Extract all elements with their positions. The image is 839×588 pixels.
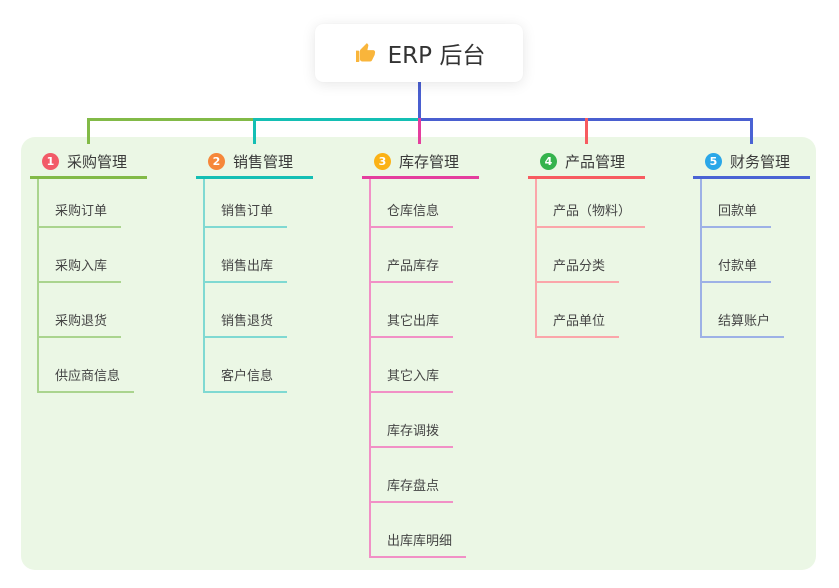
child-node[interactable]: 库存调拨 xyxy=(371,420,454,448)
bus-segment-teal xyxy=(253,118,420,121)
branch-number-badge: 5 xyxy=(705,152,722,170)
child-node[interactable]: 采购退货 xyxy=(39,310,122,338)
branch-header-finance[interactable]: 5 财务管理 xyxy=(693,146,810,179)
branch-header-product[interactable]: 4 产品管理 xyxy=(528,146,645,179)
root-connector-line xyxy=(418,82,421,119)
branch-children: 销售订单 销售出库 销售退货 客户信息 xyxy=(203,179,288,393)
bus-segment-green xyxy=(87,118,255,121)
child-node[interactable]: 采购订单 xyxy=(39,200,122,228)
branch-header-purchase[interactable]: 1 采购管理 xyxy=(30,146,147,179)
child-node[interactable]: 销售订单 xyxy=(205,200,288,228)
child-node[interactable]: 出库库明细 xyxy=(371,530,467,558)
branch-children: 采购订单 采购入库 采购退货 供应商信息 xyxy=(37,179,135,393)
branch-label: 产品管理 xyxy=(565,152,626,171)
child-node[interactable]: 付款单 xyxy=(702,255,772,283)
branch-label: 库存管理 xyxy=(399,152,460,171)
branch-label: 财务管理 xyxy=(730,152,791,171)
child-node[interactable]: 产品（物料） xyxy=(537,200,646,228)
branch-children: 回款单 付款单 结算账户 xyxy=(700,179,785,338)
branch-drop-line xyxy=(418,118,421,144)
child-node[interactable]: 其它出库 xyxy=(371,310,454,338)
child-node[interactable]: 产品分类 xyxy=(537,255,620,283)
branch-finance: 5 财务管理 回款单 付款单 结算账户 xyxy=(693,146,810,338)
branch-purchase: 1 采购管理 采购订单 采购入库 采购退货 供应商信息 xyxy=(30,146,147,393)
branch-number-badge: 3 xyxy=(374,152,391,170)
root-node[interactable]: ERP 后台 xyxy=(315,24,523,82)
branch-drop-line xyxy=(585,118,588,144)
branch-number-badge: 1 xyxy=(42,152,59,170)
branch-drop-line xyxy=(750,118,753,144)
child-node[interactable]: 仓库信息 xyxy=(371,200,454,228)
child-node[interactable]: 产品库存 xyxy=(371,255,454,283)
branch-children: 产品（物料） 产品分类 产品单位 xyxy=(535,179,646,338)
branch-drop-line xyxy=(87,118,90,144)
thumbs-up-icon xyxy=(353,41,377,65)
branch-label: 采购管理 xyxy=(67,152,128,171)
branch-drop-line xyxy=(253,118,256,144)
child-node[interactable]: 产品单位 xyxy=(537,310,620,338)
branch-children: 仓库信息 产品库存 其它出库 其它入库 库存调拨 库存盘点 出库库明细 xyxy=(369,179,467,558)
child-node[interactable]: 客户信息 xyxy=(205,365,288,393)
branch-sales: 2 销售管理 销售订单 销售出库 销售退货 客户信息 xyxy=(196,146,313,393)
branches-panel xyxy=(21,137,816,570)
child-node[interactable]: 采购入库 xyxy=(39,255,122,283)
branch-number-badge: 4 xyxy=(540,152,557,170)
child-node[interactable]: 供应商信息 xyxy=(39,365,135,393)
branch-label: 销售管理 xyxy=(233,152,294,171)
child-node[interactable]: 销售退货 xyxy=(205,310,288,338)
branch-number-badge: 2 xyxy=(208,152,225,170)
child-node[interactable]: 回款单 xyxy=(702,200,772,228)
root-node-label: ERP 后台 xyxy=(387,43,486,69)
branch-inventory: 3 库存管理 仓库信息 产品库存 其它出库 其它入库 库存调拨 库存盘点 出库库… xyxy=(362,146,479,558)
child-node[interactable]: 其它入库 xyxy=(371,365,454,393)
branch-product: 4 产品管理 产品（物料） 产品分类 产品单位 xyxy=(528,146,646,338)
branch-header-sales[interactable]: 2 销售管理 xyxy=(196,146,313,179)
branch-header-inventory[interactable]: 3 库存管理 xyxy=(362,146,479,179)
child-node[interactable]: 结算账户 xyxy=(702,310,785,338)
child-node[interactable]: 库存盘点 xyxy=(371,475,454,503)
child-node[interactable]: 销售出库 xyxy=(205,255,288,283)
